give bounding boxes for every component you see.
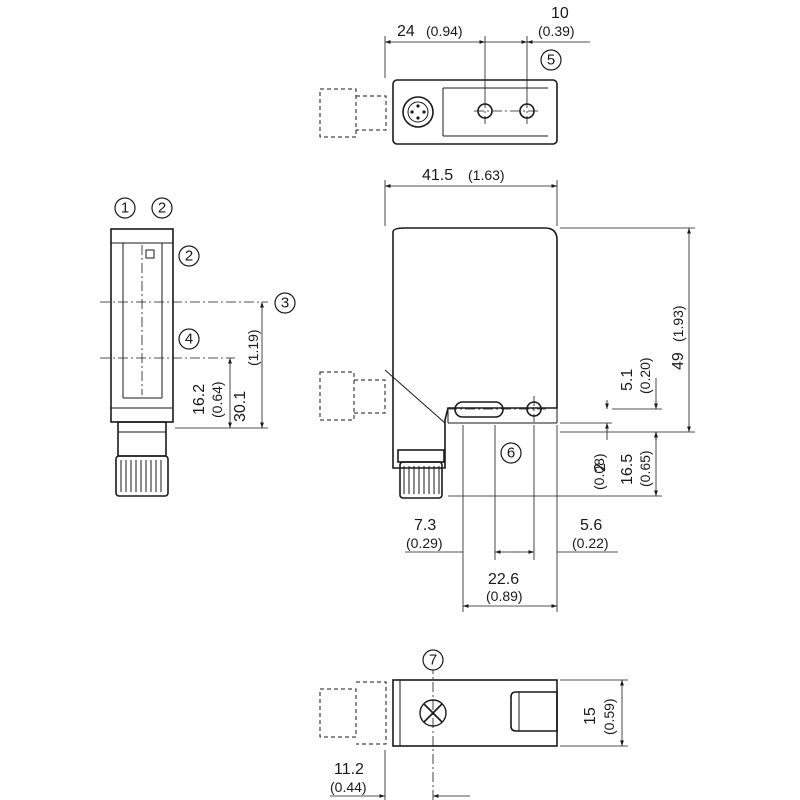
dim-41-5-mm: 41.5	[422, 167, 453, 184]
dim-5-1-mm: 5.1	[619, 369, 636, 391]
dim-16-5-mm: 16.5	[619, 454, 636, 485]
dim-30-1-mm: 30.1	[232, 391, 249, 422]
dim-41-5-in: (1.63)	[468, 167, 505, 183]
dim-15-mm: 15	[582, 707, 599, 725]
callout-3-label: 3	[281, 295, 289, 312]
dim-5-6-in: (0.22)	[572, 535, 609, 551]
dim-10-in: (0.39)	[538, 23, 575, 39]
dim-2-in: (0.08)	[591, 453, 607, 490]
callout-5-label: 5	[547, 52, 555, 69]
callout-2-top-label: 2	[158, 200, 166, 217]
dim-11-2-in: (0.44)	[330, 779, 367, 795]
dim-49-mm: 49	[670, 352, 687, 370]
callout-5: 5	[540, 49, 562, 71]
dim-22-6-in: (0.89)	[486, 588, 523, 604]
side-view	[319, 180, 695, 612]
dim-7-3-in: (0.29)	[406, 535, 443, 551]
dim-30-1-in: (1.19)	[245, 329, 261, 366]
dim-5-6-mm: 5.6	[580, 517, 602, 534]
callout-1-label: 1	[121, 200, 129, 217]
callout-4: 4	[178, 328, 200, 350]
callout-1: 1	[114, 197, 136, 219]
callout-4-label: 4	[185, 331, 193, 348]
dim-22-6-mm: 22.6	[488, 571, 519, 588]
callout-3: 3	[274, 292, 296, 314]
dim-24-in: (0.94)	[426, 23, 463, 39]
top-view	[319, 36, 590, 145]
dim-16-2-mm: 16.2	[191, 384, 208, 415]
callout-7: 7	[422, 649, 444, 671]
dim-24-mm: 24	[397, 23, 415, 40]
callout-6-label: 6	[507, 445, 515, 462]
front-view	[100, 228, 268, 497]
dim-15-in: (0.59)	[601, 698, 617, 735]
callout-6: 6	[500, 442, 522, 464]
callout-7-label: 7	[429, 652, 437, 669]
dim-16-5-in: (0.65)	[637, 450, 653, 487]
dim-11-2-mm: 11.2	[334, 761, 364, 778]
dim-10-mm: 10	[551, 5, 569, 22]
callout-2-side-label: 2	[185, 248, 193, 265]
callout-2-top: 2	[151, 197, 173, 219]
dim-16-2-in: (0.64)	[209, 381, 225, 418]
dim-2-mm: 2	[592, 463, 609, 472]
dim-5-1-in: (0.20)	[637, 357, 653, 394]
dim-49-in: (1.93)	[670, 305, 686, 342]
dim-7-3-mm: 7.3	[414, 517, 436, 534]
callout-2-side: 2	[178, 245, 200, 267]
bottom-view	[319, 664, 628, 800]
